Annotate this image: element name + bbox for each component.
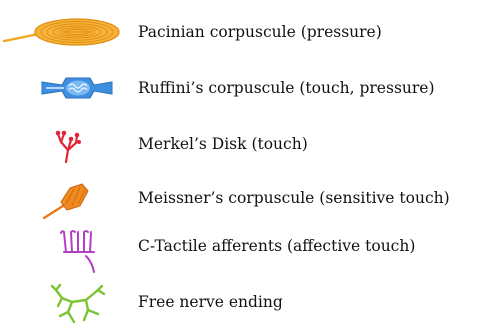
legend-label-ruffini: Ruffini’s corpuscule (touch, pressure)	[138, 79, 435, 97]
legend-item-pacinian: Pacinian corpuscule (pressure)	[0, 12, 502, 52]
meissner-corpuscle-icon	[0, 178, 132, 218]
merkel-disk-icon	[0, 124, 132, 164]
legend-item-free-nerve: Free nerve ending	[0, 282, 502, 322]
legend-label-free-nerve: Free nerve ending	[138, 293, 283, 311]
free-nerve-ending-icon	[0, 282, 132, 322]
legend-item-ruffini: Ruffini’s corpuscule (touch, pressure)	[0, 68, 502, 108]
legend-item-c-tactile: C-Tactile afferents (affective touch)	[0, 226, 502, 266]
legend-label-pacinian: Pacinian corpuscule (pressure)	[138, 23, 382, 41]
legend-label-meissner: Meissner’s corpuscule (sensitive touch)	[138, 189, 450, 207]
ruffini-corpuscle-icon	[0, 68, 132, 108]
legend-item-merkel: Merkel’s Disk (touch)	[0, 124, 502, 164]
pacinian-corpuscle-icon	[0, 12, 132, 52]
c-tactile-afferent-icon	[0, 226, 132, 266]
legend-label-c-tactile: C-Tactile afferents (affective touch)	[138, 237, 415, 255]
legend-item-meissner: Meissner’s corpuscule (sensitive touch)	[0, 178, 502, 218]
legend-label-merkel: Merkel’s Disk (touch)	[138, 135, 308, 153]
